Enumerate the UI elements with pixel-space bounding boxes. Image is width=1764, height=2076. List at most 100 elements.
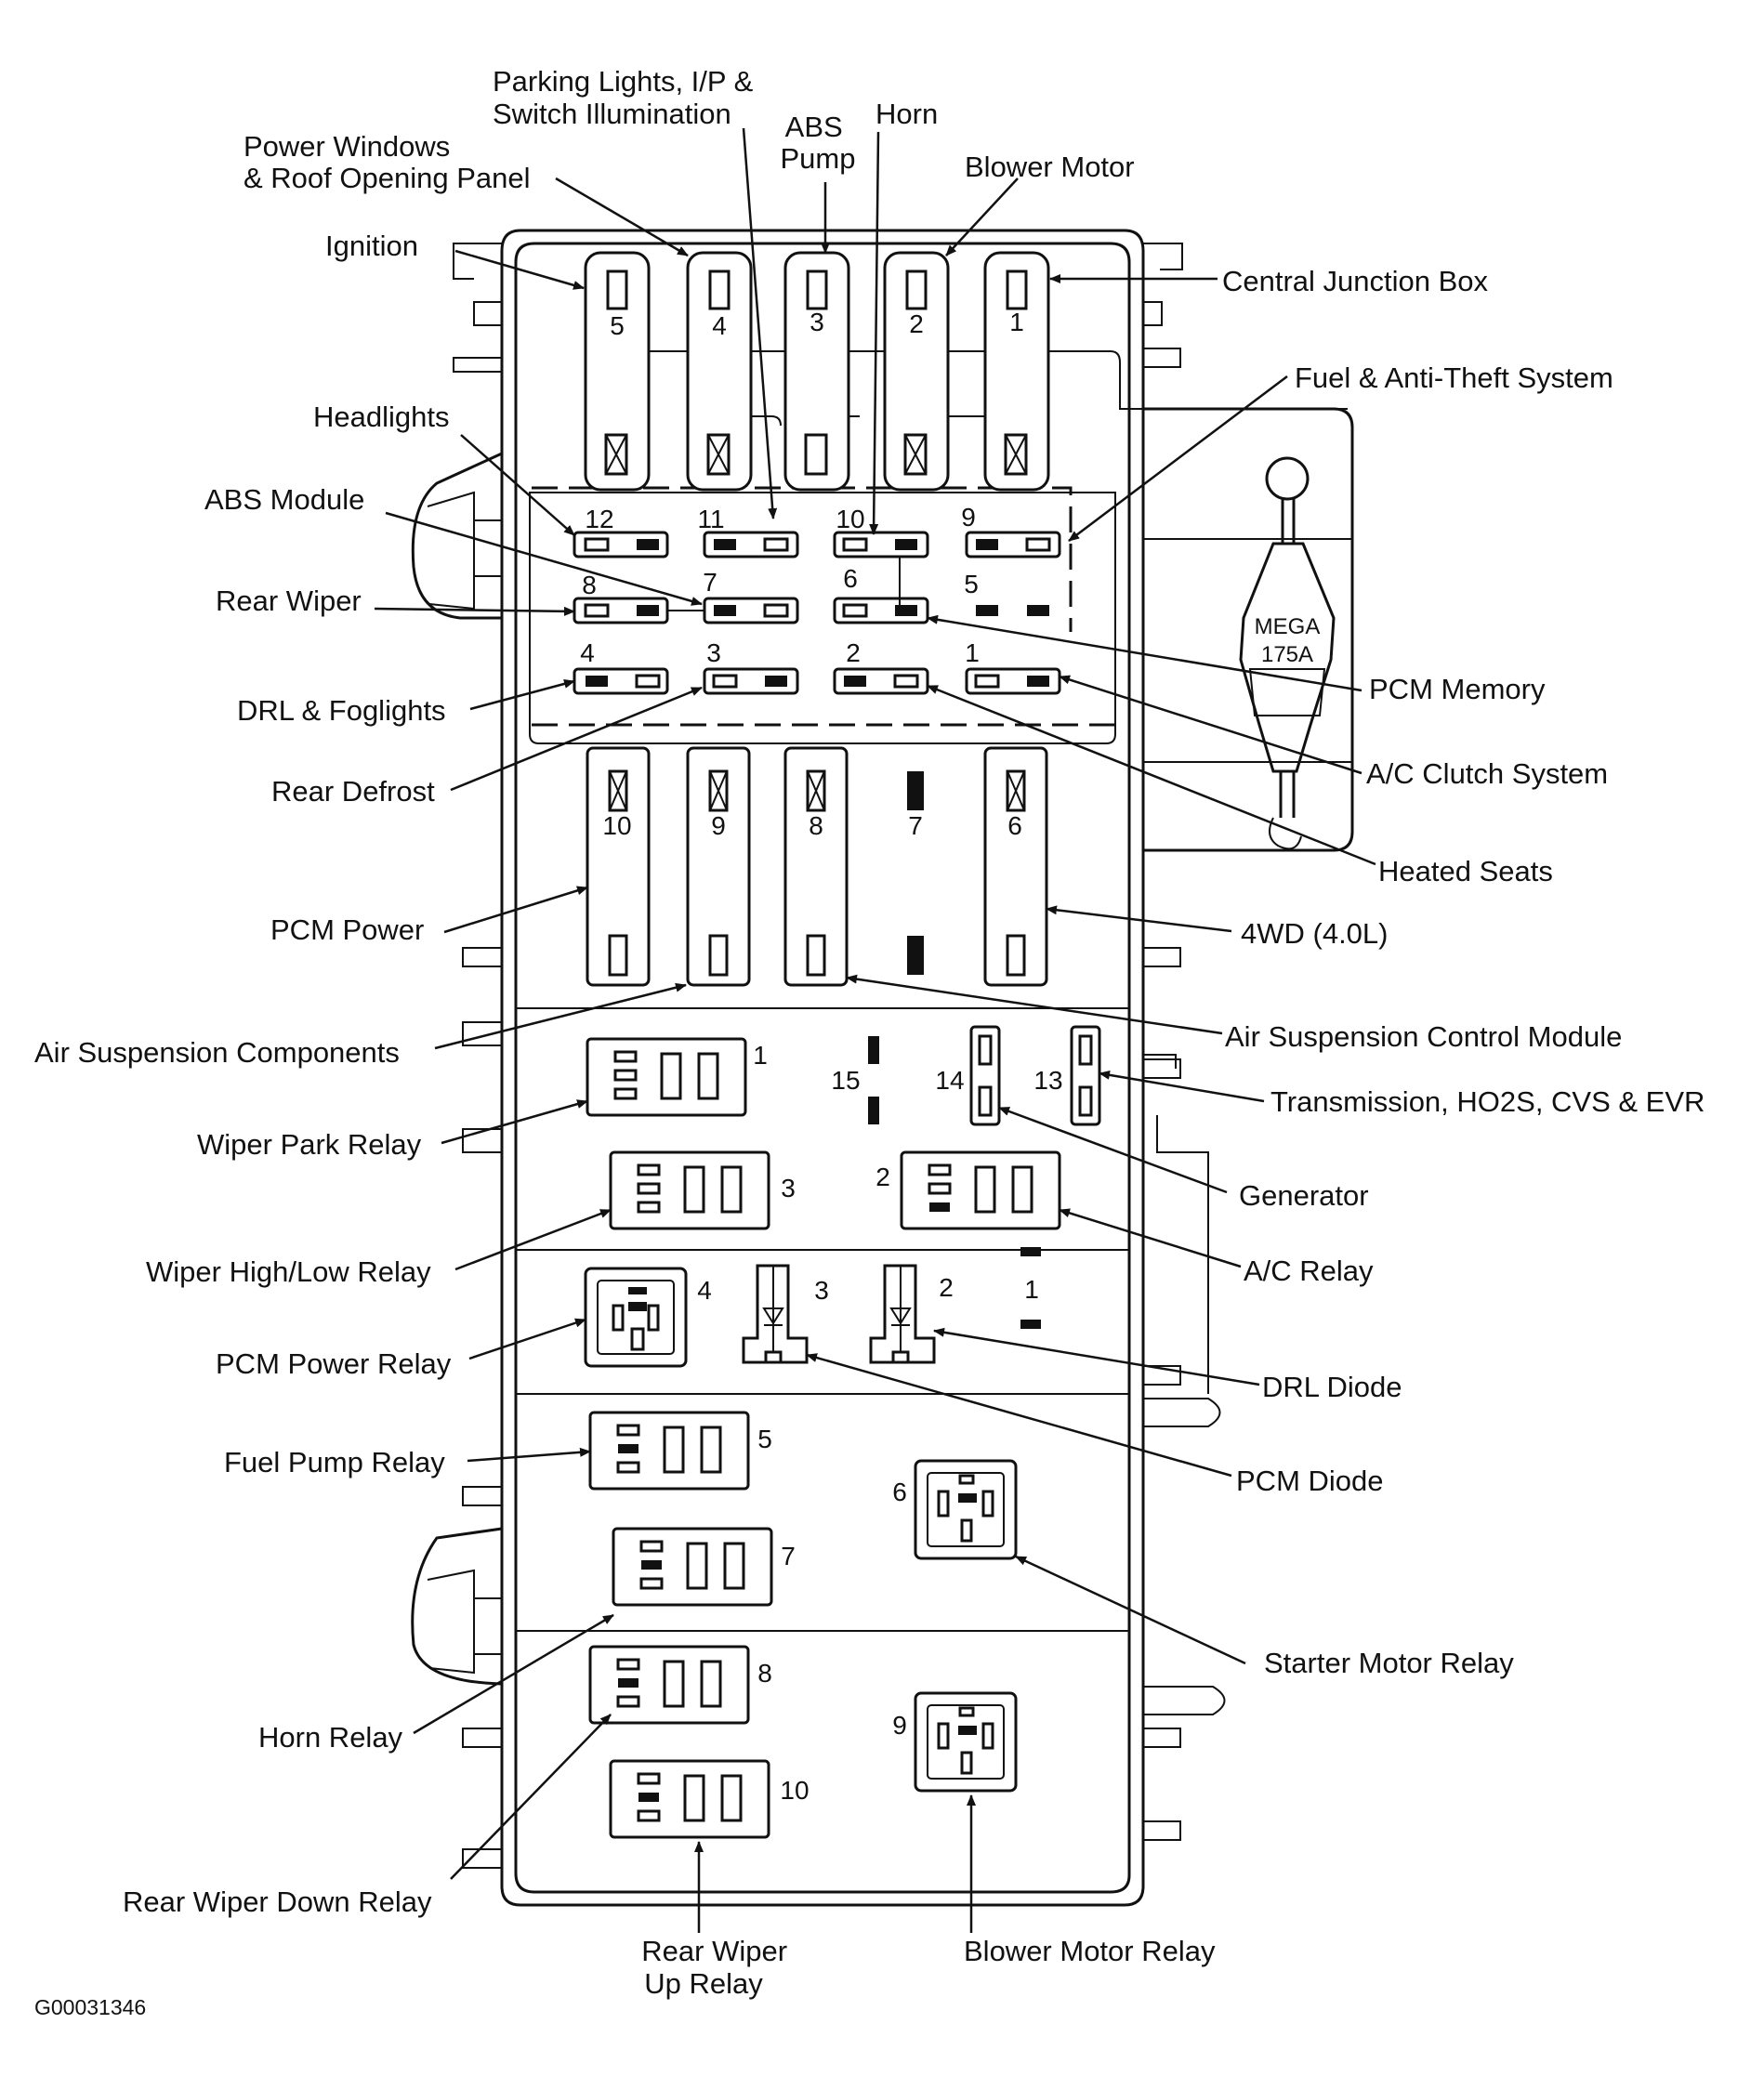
- label-ignition: Ignition: [325, 230, 418, 262]
- label-rear-wiper-up-relay-line2: Up Relay: [644, 1967, 763, 2000]
- maxi-fuse: 9: [686, 746, 751, 987]
- mini-fuse: 7: [703, 568, 799, 624]
- maxi-fuse: 2: [883, 251, 950, 492]
- maxi-fuse-number: 3: [810, 308, 824, 336]
- label-rear-wiper-down-relay: Rear Wiper Down Relay: [123, 1885, 432, 1918]
- diode-slot: 1: [1020, 1247, 1041, 1329]
- diode-number: 1: [1024, 1275, 1039, 1304]
- fuse-15-number: 15: [831, 1066, 860, 1095]
- label-blower-motor: Blower Motor: [965, 151, 1135, 183]
- label-4wd: 4WD (4.0L): [1241, 917, 1388, 950]
- label-ac-clutch: A/C Clutch System: [1366, 757, 1608, 790]
- callout-labels: Parking Lights, I/P & Switch Illuminatio…: [34, 65, 1705, 2000]
- mini-fuse: 9: [961, 503, 1061, 558]
- label-ac-relay: A/C Relay: [1244, 1255, 1374, 1287]
- relay-number: 3: [781, 1174, 796, 1202]
- diode: 3: [742, 1264, 829, 1364]
- label-pcm-memory: PCM Memory: [1369, 673, 1546, 705]
- label-parking-lights-line1: Parking Lights, I/P &: [493, 65, 754, 98]
- relay-number: 5: [757, 1425, 772, 1453]
- mini-fuse: 1: [965, 638, 1061, 695]
- maxi-fuses-lower: 10 9 8 7 6: [586, 746, 1048, 987]
- label-abs-pump-line2: Pump: [781, 142, 856, 175]
- label-drl-diode: DRL Diode: [1262, 1371, 1402, 1403]
- label-transmission: Transmission, HO2S, CVS & EVR: [1270, 1085, 1705, 1118]
- label-air-susp-module: Air Suspension Control Module: [1225, 1020, 1622, 1053]
- label-abs-pump-line1: ABS: [785, 111, 843, 143]
- mini-fuse-number: 2: [846, 638, 861, 667]
- label-wiper-hilo-relay: Wiper High/Low Relay: [146, 1255, 431, 1288]
- mini-fuse-number: 7: [703, 568, 717, 597]
- label-horn: Horn: [875, 98, 938, 130]
- label-central-junction-box: Central Junction Box: [1222, 265, 1489, 297]
- small-fuse-positions: 15 14 13: [831, 1025, 1101, 1126]
- mini-fuse-number: 4: [580, 638, 595, 667]
- label-power-windows: Power Windows & Roof Opening Panel: [244, 130, 531, 194]
- mini-fuse: 4: [573, 638, 669, 695]
- label-pcm-diode: PCM Diode: [1236, 1465, 1384, 1497]
- label-power-windows-line2: & Roof Opening Panel: [244, 162, 531, 194]
- maxi-fuse: 3: [783, 251, 850, 492]
- maxi-fuse: 8: [783, 746, 849, 987]
- maxi-fuse-number: 2: [909, 309, 924, 338]
- relay: 2: [875, 1150, 1061, 1230]
- label-rear-wiper-up-relay-line1: Rear Wiper: [641, 1935, 787, 1967]
- label-power-windows-line1: Power Windows: [244, 130, 450, 163]
- label-abs-pump: ABS Pump: [781, 111, 856, 175]
- maxi-fuse-number: 6: [1007, 811, 1022, 840]
- mini-fuse-number: 11: [697, 505, 724, 533]
- mini-fuse-number: 10: [836, 505, 864, 533]
- maxi-fuse-slot: 7: [907, 771, 924, 975]
- mini-fuse: 8: [573, 571, 669, 624]
- maxi-fuse-number: 7: [908, 811, 923, 840]
- relay-number: 1: [753, 1041, 768, 1070]
- mini-fuse-number: 1: [965, 638, 980, 667]
- fuse-14-number: 14: [935, 1066, 964, 1095]
- mini-fuse-number: 5: [964, 570, 979, 598]
- relay-number: 6: [892, 1478, 907, 1506]
- mini-fuse-number: 9: [961, 503, 976, 532]
- label-rear-wiper: Rear Wiper: [216, 585, 362, 617]
- mini-fuse: 11: [697, 505, 799, 558]
- mini-fuse: 3: [703, 638, 799, 695]
- label-wiper-park-relay: Wiper Park Relay: [197, 1128, 422, 1161]
- maxi-fuse: 1: [983, 251, 1050, 492]
- maxi-fuse-number: 5: [610, 311, 625, 340]
- mini-fuse: 2: [833, 638, 929, 695]
- diodes: 3 2 1: [742, 1247, 1041, 1364]
- maxi-fuse-number: 8: [809, 811, 823, 840]
- mini-fuse: 6: [833, 564, 929, 624]
- relay-number: 2: [875, 1163, 890, 1191]
- mini-fuses: 12 11 10 9 8 7: [573, 503, 1061, 695]
- relay-number: 9: [892, 1711, 907, 1740]
- diode-number: 2: [939, 1273, 954, 1302]
- fuse-13-number: 13: [1033, 1066, 1062, 1095]
- label-horn-relay: Horn Relay: [258, 1721, 403, 1754]
- mega-fuse-rating: 175A: [1261, 642, 1313, 667]
- diode: 2: [869, 1264, 954, 1364]
- mini-fuse-number: 3: [706, 638, 721, 667]
- relay: 5: [588, 1411, 772, 1491]
- label-generator: Generator: [1239, 1179, 1369, 1212]
- maxi-fuses-top: 5 4 3 2 1: [584, 251, 1050, 492]
- maxi-fuse: 6: [983, 746, 1048, 987]
- maxi-fuse-number: 9: [711, 811, 726, 840]
- mini-fuse-number: 6: [843, 564, 858, 593]
- label-parking-lights-line2: Switch Illumination: [493, 98, 731, 130]
- relay: 9: [892, 1691, 1018, 1793]
- label-blower-motor-relay: Blower Motor Relay: [964, 1935, 1216, 1967]
- relay-number: 10: [780, 1776, 809, 1805]
- label-air-susp-components: Air Suspension Components: [34, 1036, 400, 1069]
- label-pcm-power: PCM Power: [270, 913, 424, 946]
- mega-fuse-label: MEGA: [1255, 614, 1321, 639]
- mini-fuse: 10: [833, 505, 929, 558]
- relay: 7: [612, 1527, 796, 1607]
- label-pcm-power-relay: PCM Power Relay: [216, 1347, 452, 1380]
- relay: 10: [609, 1759, 810, 1839]
- mini-fuse-number: 12: [585, 505, 613, 533]
- relay-number: 7: [781, 1542, 796, 1570]
- mini-fuse: 12: [573, 505, 669, 558]
- label-parking-lights: Parking Lights, I/P & Switch Illuminatio…: [493, 65, 761, 130]
- diode-number: 3: [814, 1276, 829, 1305]
